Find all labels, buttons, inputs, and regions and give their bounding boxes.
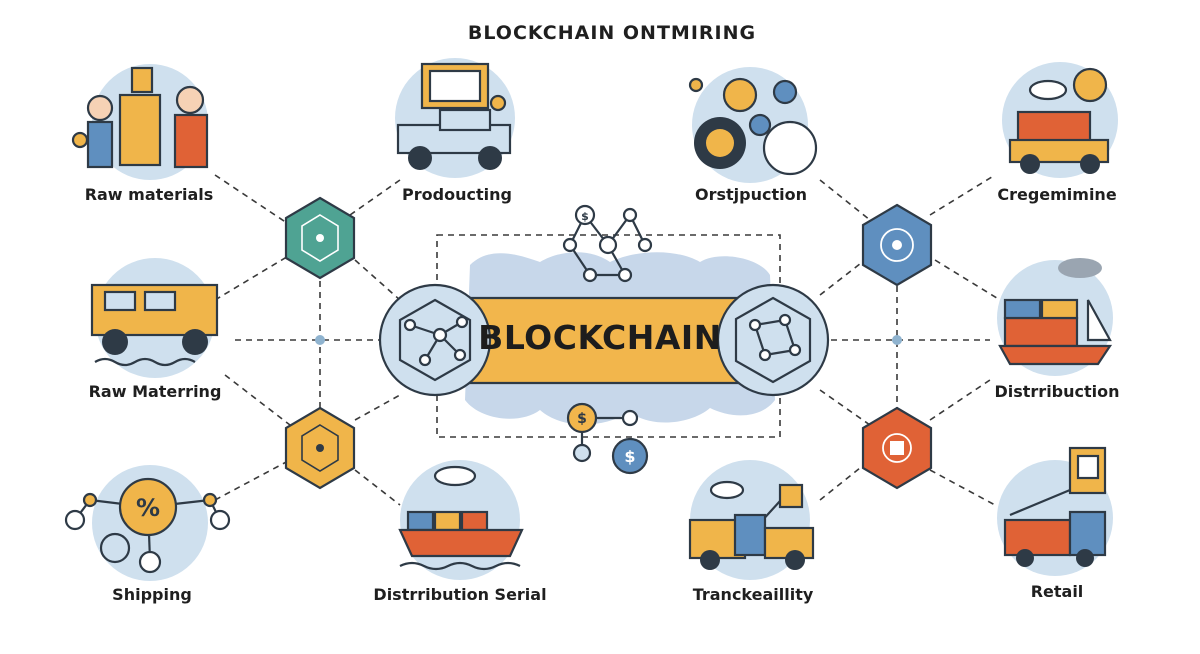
node-label-distribution-serial: Distrribution Serial <box>373 585 547 604</box>
dollar-coin-icon: $ <box>577 411 587 427</box>
junction-dot-left <box>315 335 325 345</box>
tranckeaillity-illustration <box>688 460 815 580</box>
top-chain-network <box>562 204 653 283</box>
currency-icons <box>566 402 649 475</box>
percent-icon: % <box>136 494 160 522</box>
hex-teal <box>284 196 356 280</box>
hex-orange-left <box>284 406 356 490</box>
shipping-illustration: % <box>64 465 231 581</box>
node-label-orstjpuction: Orstjpuction <box>695 185 807 204</box>
hub-left-network-icon <box>398 298 472 382</box>
node-label-raw-materials: Raw materials <box>84 185 214 204</box>
node-label-tranckeaillity: Tranckeaillity <box>692 585 814 604</box>
node-label-raw-materring: Raw Materring <box>88 382 222 401</box>
node-label-producting: Prodoucting <box>402 185 512 204</box>
distribution-illustration <box>997 258 1113 376</box>
node-label-shipping: Shipping <box>112 585 192 604</box>
node-label-retail: Retail <box>1030 582 1084 601</box>
raw-materials-illustration <box>71 64 209 180</box>
node-label-cregemimine: Cregemimine <box>997 185 1117 204</box>
hub-right-network-icon <box>734 296 812 384</box>
diagram-title: BLOCKCHAIN ONTMIRING <box>467 22 757 44</box>
retail-illustration <box>997 446 1113 576</box>
producting-illustration <box>395 58 515 178</box>
hex-red <box>861 406 933 490</box>
junction-dot-right <box>892 335 902 345</box>
cregemimine-illustration <box>1002 62 1118 178</box>
distribution-serial-illustration <box>398 460 524 580</box>
raw-materring-illustration <box>90 258 219 378</box>
dollar-token-icon: $ <box>624 447 635 466</box>
hub-label: BLOCKCHAIN <box>478 318 722 357</box>
node-label-distribution: Distrribuction <box>994 382 1120 401</box>
dollar-node-icon: $ <box>581 210 589 223</box>
hex-blue <box>861 203 933 287</box>
orstjpuction-illustration <box>688 67 818 183</box>
